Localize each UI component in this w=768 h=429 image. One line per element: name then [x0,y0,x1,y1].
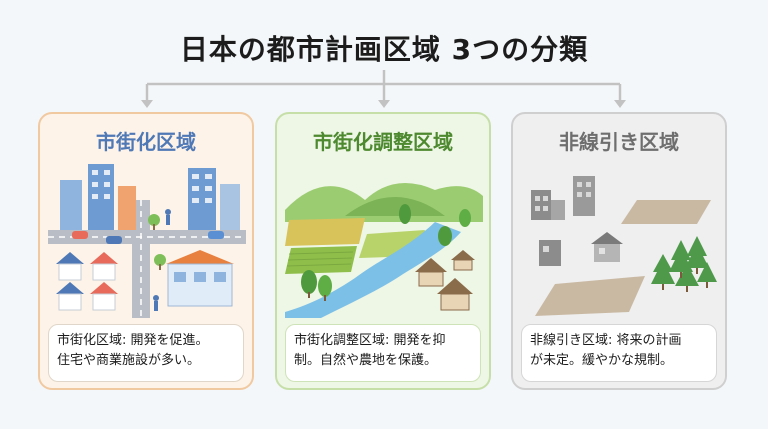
card-urbanization-area: 市街化区域 [38,112,254,390]
page-title: 日本の都市計画区域 3つの分類 [179,33,589,66]
sparse-development-illustration [531,176,717,316]
description-box-urban: 市街化区域: 開発を促進。 住宅や商業施設が多い。 [48,324,244,382]
countryside-illustration [285,182,483,318]
tree-connector [141,70,626,108]
description-box-control: 市街化調整区域: 開発を抑 制。自然や農地を保護。 [285,324,481,382]
description-line: 非線引き区域: 将来の計画 [530,333,682,348]
description-line: が未定。緩やかな規制。 [530,353,674,368]
description-line: 制。自然や農地を保護。 [294,353,438,368]
description-line: 市街化区域: 開発を促進。 [57,333,209,348]
card-heading-control: 市街化調整区域 [313,130,453,154]
card-urbanization-control-area: 市街化調整区域 市街化調整区域: 開発を抑 制。自然や農地を保護。 [275,112,491,390]
description-line: 住宅や商業施設が多い。 [57,353,201,368]
description-box-undesignated: 非線引き区域: 将来の計画 が未定。緩やかな規制。 [521,324,717,382]
card-heading-undesignated: 非線引き区域 [559,130,679,154]
city-illustration [48,164,246,318]
card-undesignated-area: 非線引き区域 非線引き区域: [511,112,727,390]
card-heading-urban: 市街化区域 [96,130,196,154]
description-line: 市街化調整区域: 開発を抑 [294,333,446,348]
